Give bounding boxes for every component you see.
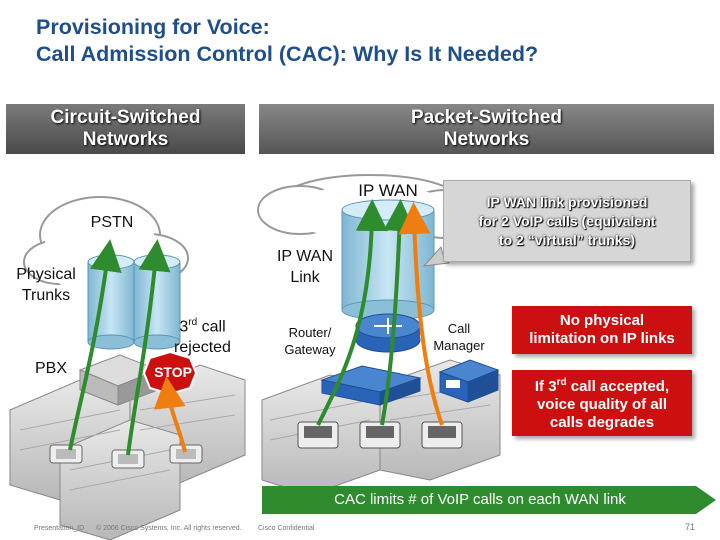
packet-switched-header: Packet-Switched Networks <box>259 104 714 154</box>
call-manager-icon <box>438 359 500 403</box>
stop-label: STOP <box>154 364 192 380</box>
router-icon <box>355 313 421 353</box>
physical-trunks-label: Physical Trunks <box>16 266 76 304</box>
phone-icon <box>111 449 145 469</box>
call-manager-label: Call Manager <box>433 321 485 353</box>
cac-banner-text: CAC limits # of VoIP calls on each WAN l… <box>334 491 626 508</box>
ip-phone-icon <box>359 421 401 449</box>
wan-provisioning-callout: IP WAN link provisioned for 2 VoIP calls… <box>443 180 691 262</box>
voip-call-path-green-2 <box>380 199 416 426</box>
circuit-switched-header: Circuit-Switched Networks <box>6 104 245 154</box>
footer-page-number: 71 <box>685 522 696 532</box>
phone-icon <box>49 444 83 464</box>
ip-wan-label: IP WAN <box>358 181 418 200</box>
third-call-rejected-label: 3rd call rejected <box>174 317 231 357</box>
pbx-label: PBX <box>34 360 67 377</box>
no-physical-limitation-box: No physical limitation on IP links <box>512 306 692 354</box>
ip-phone-icon <box>297 421 339 449</box>
ip-phone-icon <box>421 421 463 449</box>
footer-presentation-id: Presentation_ID <box>34 525 85 532</box>
cac-banner-arrow <box>262 486 716 514</box>
voip-call-path-green-1 <box>316 199 388 426</box>
ip-wan-link-label: IP WAN Link <box>276 248 333 286</box>
call-path-green-2 <box>126 239 171 456</box>
footer-copyright: © 2006 Cisco Systems, Inc. All rights re… <box>96 525 242 532</box>
phone-icon <box>169 444 203 464</box>
call-path-green-1 <box>68 239 122 451</box>
voip-call-path-orange <box>398 202 444 426</box>
pstn-label: PSTN <box>90 214 134 231</box>
voice-quality-degrades-box: If 3rd call accepted, voice quality of a… <box>512 370 692 436</box>
page-title: Provisioning for Voice: Call Admission C… <box>36 15 539 66</box>
router-gateway-label: Router/ Gateway <box>284 325 336 357</box>
call-path-orange-rejected <box>153 376 187 453</box>
footer-confidential: Cisco Confidential <box>258 525 315 532</box>
